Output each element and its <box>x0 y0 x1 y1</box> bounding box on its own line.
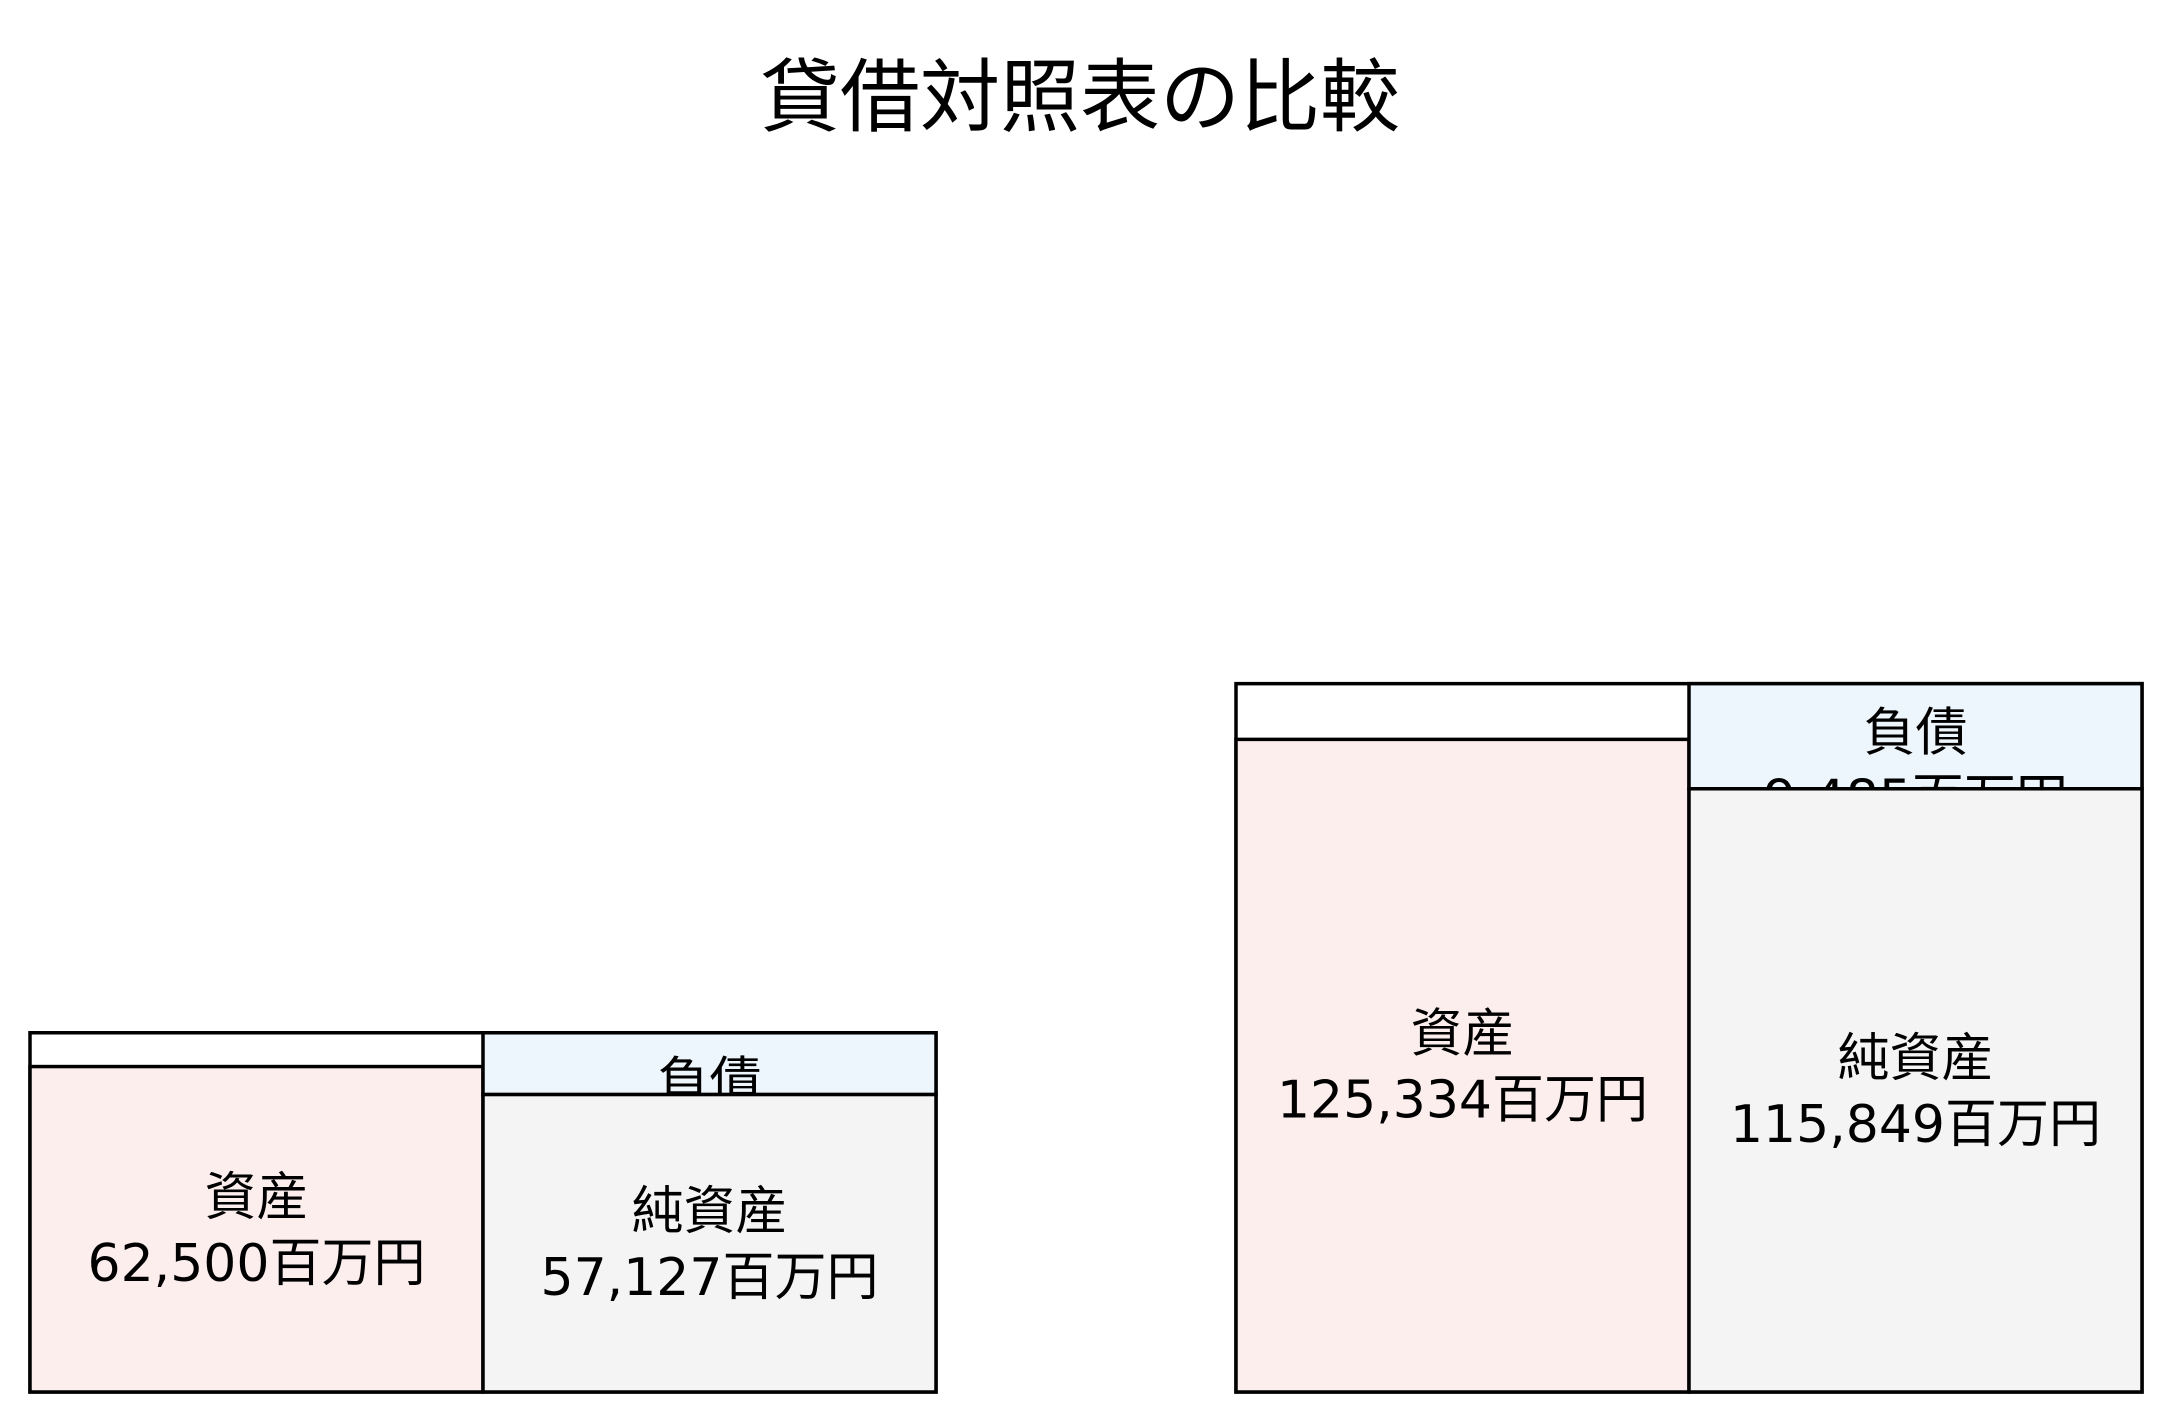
chart-title: 貸借対照表の比較 <box>760 51 1400 144</box>
panel-1-liabilities-label: 負債5,373百万円 <box>557 1052 862 1178</box>
panel-1-assets-label-line-2: 62,500百万円 <box>88 1234 426 1294</box>
panel-1-assets-bar <box>28 1064 485 1394</box>
panel-2-net-assets-label-line-2: 115,849百万円 <box>1730 1095 2101 1155</box>
panel-1-liabilities-bar <box>481 1031 938 1097</box>
panel-2-liabilities-label: 負債9,485百万円 <box>1763 703 2068 829</box>
panel-2-liabilities-label-line-2: 9,485百万円 <box>1763 769 2068 829</box>
panel-2-liabilities-label-line-1: 負債 <box>1863 703 1967 763</box>
panel-2-net-assets-label-line-1: 純資産 <box>1837 1029 1993 1089</box>
panel-1-liabilities-label-line-1: 負債 <box>657 1052 761 1112</box>
panel-2-assets-label-line-2: 125,334百万円 <box>1277 1070 1648 1130</box>
panel-1-net-assets-bar <box>481 1092 938 1394</box>
panel-2-assets-bar <box>1234 737 1691 1394</box>
panel-1-assets-label-line-1: 資産 <box>204 1168 308 1228</box>
panel-2-net-assets-bar <box>1687 787 2144 1394</box>
panel-1-net-assets-label-line-1: 純資産 <box>631 1182 787 1242</box>
panel-2-assets-label-line-1: 資産 <box>1410 1004 1514 1064</box>
panel-1-net-assets-label-line-2: 57,127百万円 <box>541 1248 879 1308</box>
panel-2-liabilities-bar <box>1687 681 2144 791</box>
